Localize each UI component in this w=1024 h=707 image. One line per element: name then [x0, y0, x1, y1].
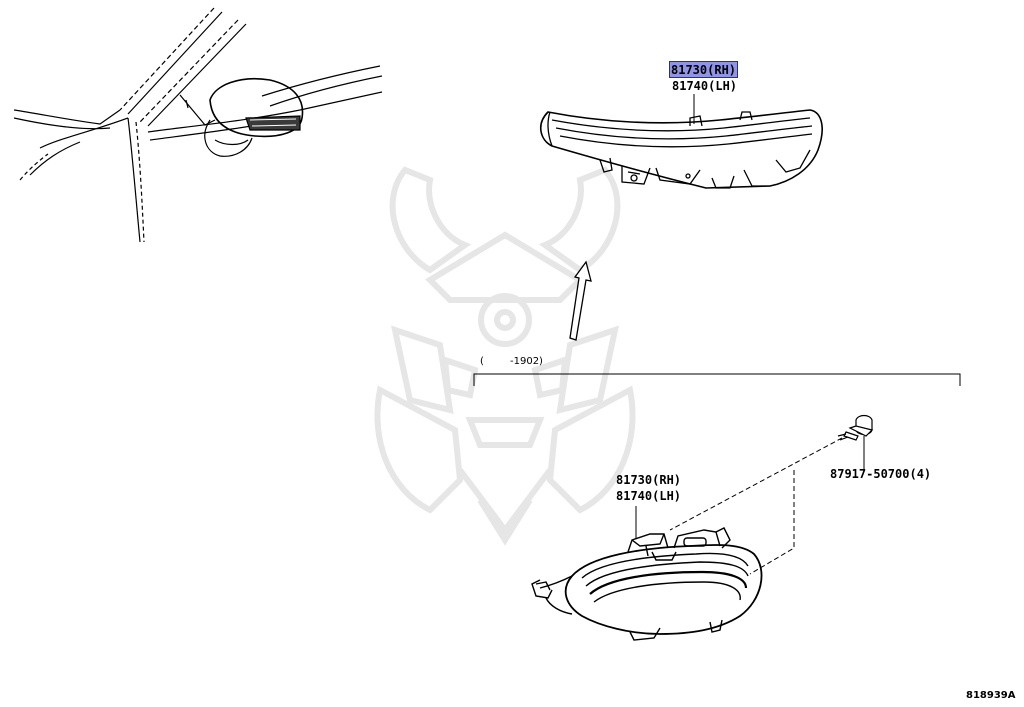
figure-id: 818939A: [966, 690, 1016, 701]
assembly-dashed-lines: [669, 437, 843, 575]
top-part-number-rh-highlight[interactable]: 81730(RH): [668, 61, 739, 78]
turn-signal-lamp-assembly: [531, 527, 763, 641]
screw-part-number[interactable]: 87917-50700(4): [830, 467, 932, 481]
range-open-paren: (: [480, 356, 484, 367]
bottom-part-number-rh[interactable]: 81730(RH): [616, 473, 682, 487]
watermark-logo: [374, 166, 636, 546]
screw-illustration: [837, 414, 874, 441]
top-part-number-rh[interactable]: 81730(RH): [668, 61, 739, 78]
range-bracket: [473, 373, 961, 386]
top-part-number-lh[interactable]: 81740(LH): [672, 79, 738, 93]
range-end-label: -1902): [510, 356, 543, 367]
turn-signal-lamp-strip: [540, 109, 823, 189]
bottom-part-number-lh[interactable]: 81740(LH): [616, 489, 682, 503]
door-mirror-illustration: [13, 7, 383, 243]
location-arrow: [569, 260, 592, 341]
